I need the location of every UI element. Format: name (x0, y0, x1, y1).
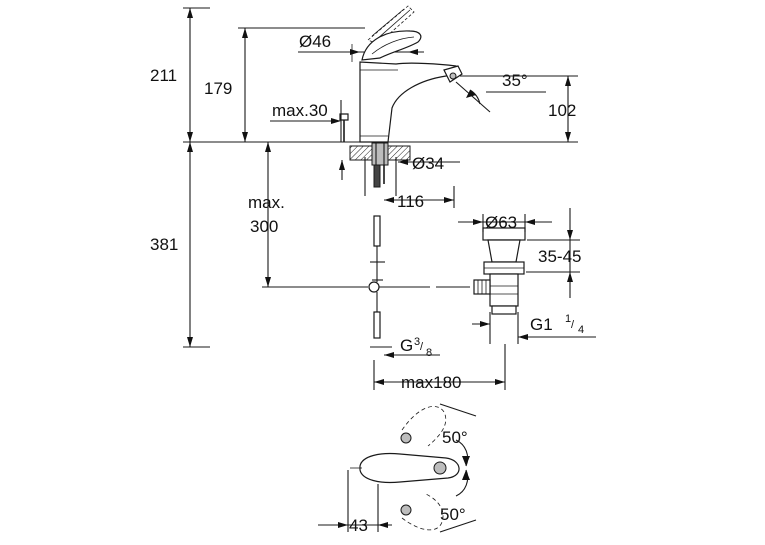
dimension-max300 (262, 142, 368, 288)
dimension-d46 (298, 44, 424, 62)
dimension-g1-1-4 (472, 312, 596, 344)
dimension-211-381 (183, 7, 210, 348)
dimension-g3-8 (370, 346, 440, 358)
dimension-116 (384, 186, 455, 208)
dimension-g38-slash: / (420, 341, 424, 353)
dimension-102-label: 102 (548, 101, 576, 120)
dimension-max-label: max. (248, 193, 285, 212)
waste-valve (473, 227, 526, 315)
dimension-35-45 (526, 208, 580, 298)
dimension-300-label: 300 (250, 217, 278, 236)
dimension-max180-label: max180 (401, 373, 461, 392)
dimension-d34-label: Ø34 (412, 154, 444, 173)
dimension-43-label: 43 (349, 516, 368, 535)
dimension-211-label: 211 (150, 66, 177, 85)
dimension-g1-slash: / (571, 319, 575, 331)
lever-top-view (350, 403, 477, 533)
dimension-35-45-label: 35-45 (538, 247, 581, 266)
waste-linkage (368, 215, 470, 339)
dimension-102 (460, 75, 578, 143)
dimension-g1-label: G1 (530, 315, 553, 334)
countertop-section (339, 142, 411, 196)
dimension-g1-denominator: 4 (578, 324, 584, 336)
dimension-d46-label: Ø46 (299, 32, 331, 51)
dimension-d63-label: Ø63 (485, 213, 517, 232)
dimension-381-label: 381 (150, 235, 178, 254)
dimension-max30 (270, 100, 342, 142)
faucet-body (339, 5, 463, 143)
dimension-35deg-label: 35° (502, 71, 528, 90)
dimension-g1-numerator: 1 (565, 313, 571, 325)
dimension-g38-label: G (400, 336, 413, 355)
dimension-116-label: 116 (397, 192, 424, 211)
dimension-43 (318, 470, 392, 532)
dimension-max30-label: max.30 (272, 101, 328, 120)
dimension-g38-denominator: 8 (426, 347, 432, 359)
dimension-35deg (455, 81, 546, 113)
dimension-179-label: 179 (204, 79, 232, 98)
dimension-max180 (373, 344, 506, 390)
dimension-d34 (398, 159, 460, 165)
angle-50-bottom-label: 50° (440, 505, 466, 524)
dimension-g38-numerator: 3 (414, 336, 420, 348)
dimension-179 (238, 27, 365, 142)
angle-50-top-label: 50° (442, 428, 468, 447)
dimension-d63 (458, 214, 552, 232)
